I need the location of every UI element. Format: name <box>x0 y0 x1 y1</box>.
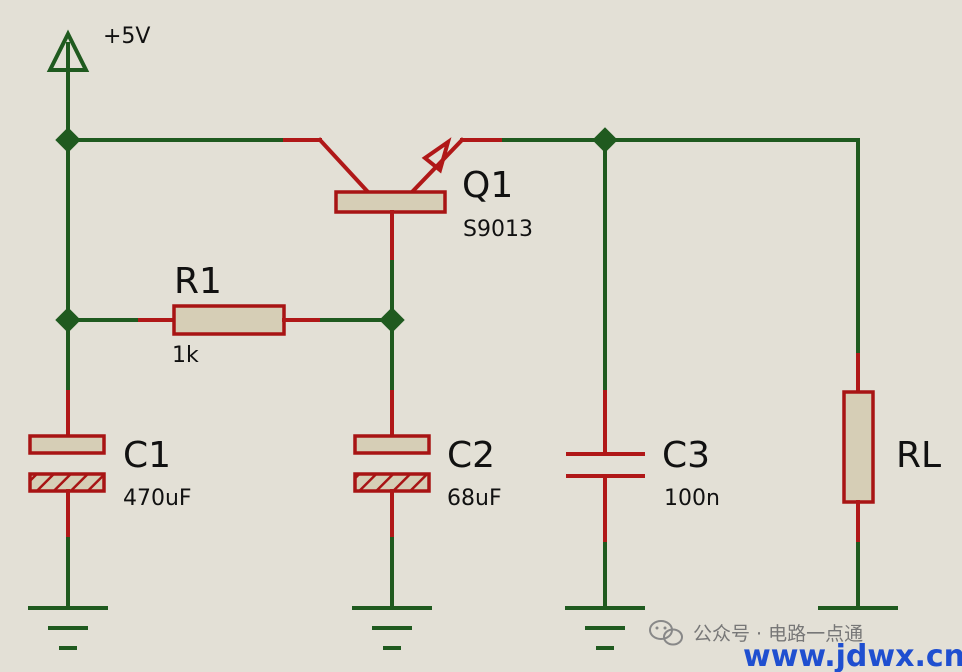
resistor-r1-symbol <box>138 304 320 336</box>
c2-ref-label: C2 <box>447 435 495 476</box>
ground-symbol <box>352 606 432 650</box>
c1-value-label: 470uF <box>123 486 192 511</box>
c3-ref-label: C3 <box>662 435 710 476</box>
supply-label: +5V <box>103 24 150 49</box>
ground-symbol <box>28 606 108 650</box>
capacitor-c3-symbol <box>566 390 645 542</box>
c1-ref-label: C1 <box>123 435 171 476</box>
resistor-rl-symbol <box>842 353 875 542</box>
c2-value-label: 68uF <box>447 486 502 511</box>
q1-value-label: S9013 <box>463 217 533 242</box>
supply-5v-symbol <box>46 29 90 72</box>
watermark-text: 公众号 · 电路一点通 <box>693 623 863 645</box>
transistor-q1-symbol <box>283 137 502 260</box>
wechat-icon <box>649 620 683 646</box>
c3-value-label: 100n <box>664 486 720 511</box>
rl-ref-label: RL <box>896 435 941 476</box>
q1-ref-label: Q1 <box>462 165 513 206</box>
watermark-url: www.jdwx.cn <box>743 639 962 672</box>
ground-symbol <box>565 606 645 650</box>
wires <box>66 68 860 608</box>
capacitor-c2-symbol <box>353 390 431 537</box>
r1-ref-label: R1 <box>174 261 222 302</box>
capacitor-c1-symbol <box>28 390 106 537</box>
r1-value-label: 1k <box>172 343 199 368</box>
